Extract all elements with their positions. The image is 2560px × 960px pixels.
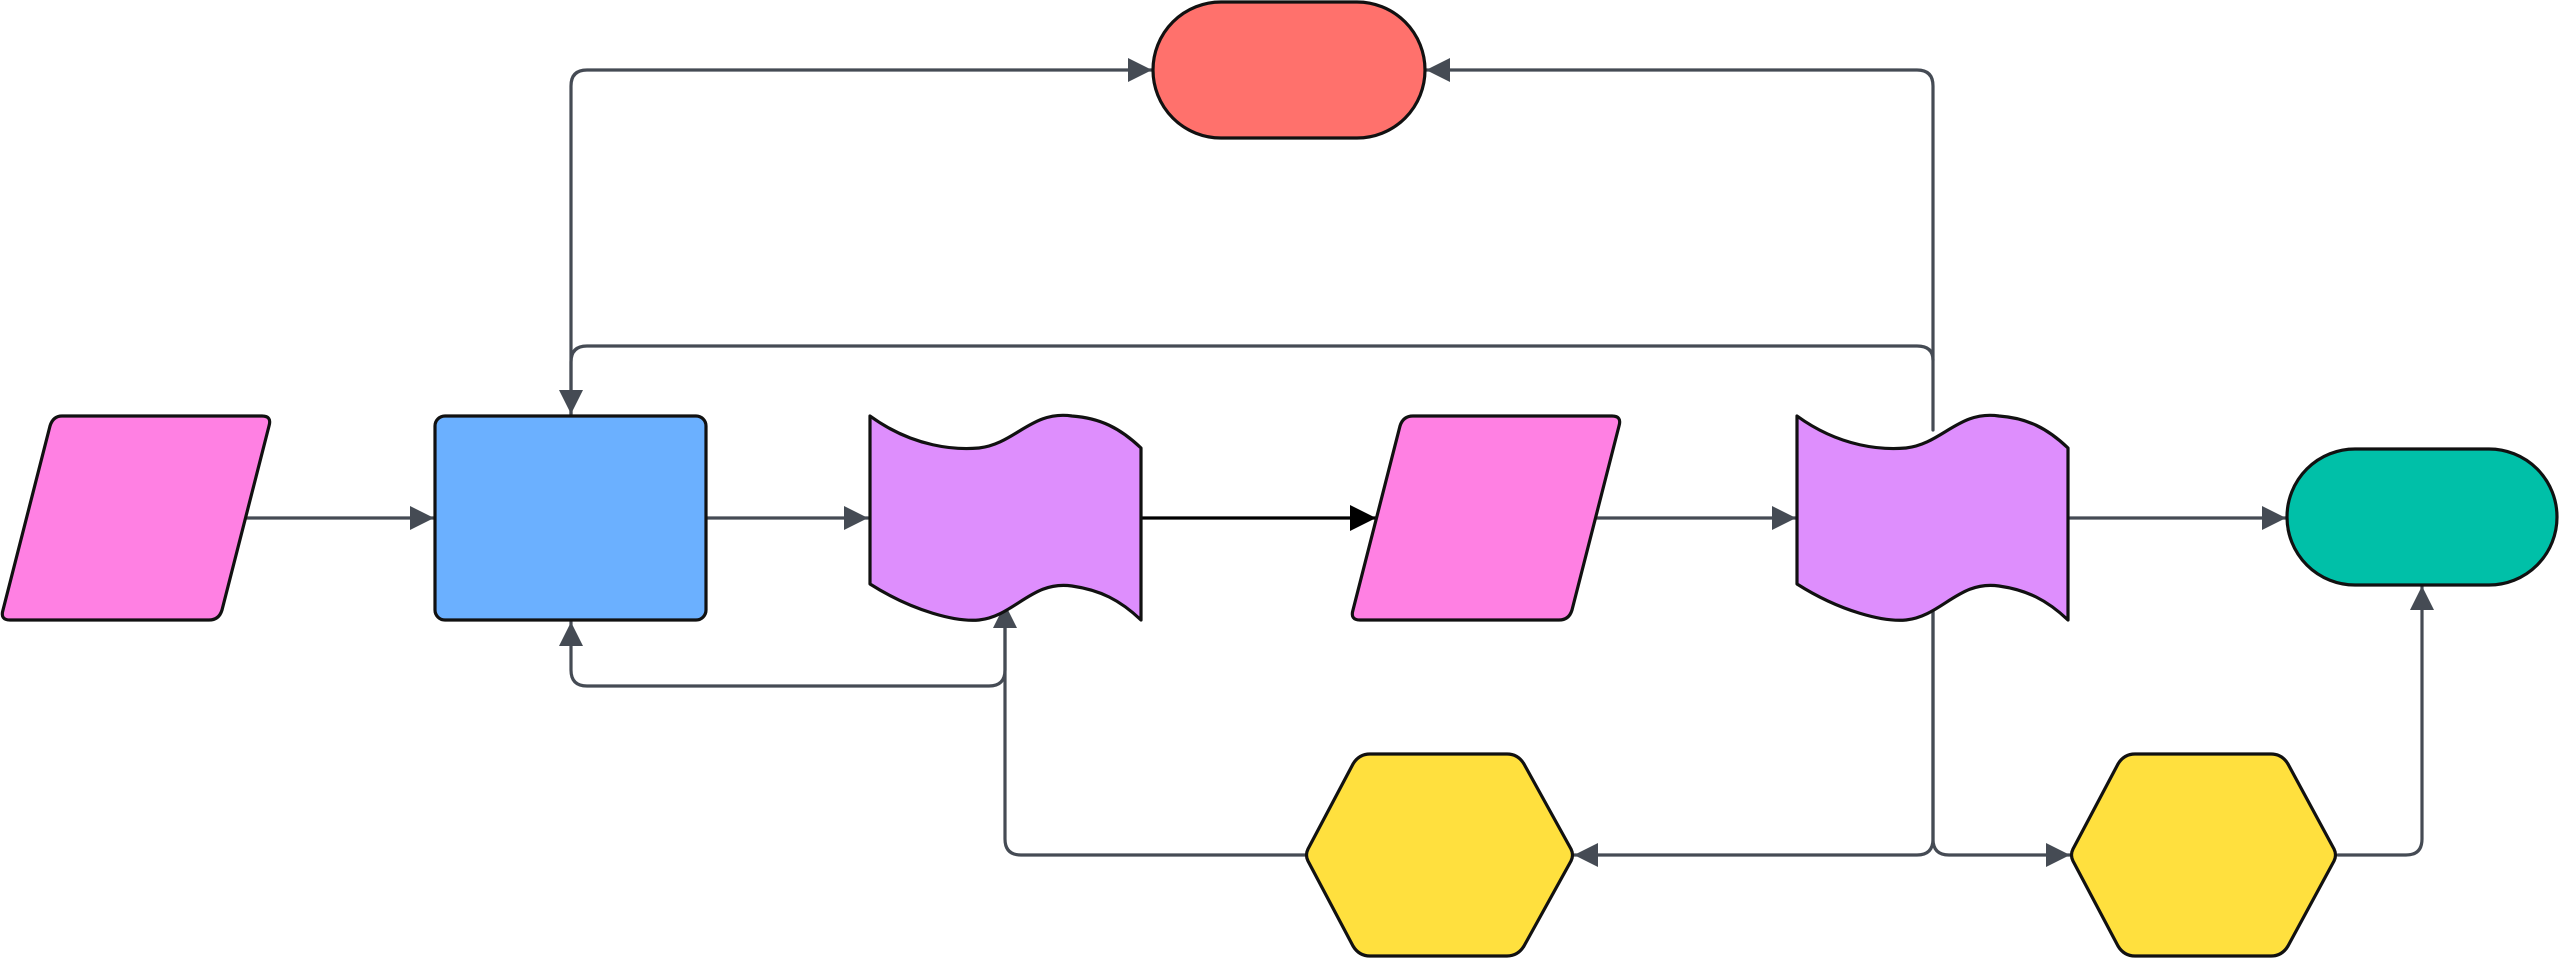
tape-shape [868, 413, 1143, 622]
process-shape[interactable] [433, 414, 708, 622]
terminator-right-shape[interactable] [2285, 447, 2559, 587]
connectors [244, 58, 2434, 867]
terminator-top-shape[interactable] [1151, 0, 1427, 140]
connector-tape-2-to-terminator-top[interactable] [1424, 58, 1935, 432]
connector-tape-2-to-process[interactable] [559, 344, 1935, 416]
hexagon-shape [2069, 752, 2338, 958]
tape-1-shape[interactable] [868, 413, 1143, 622]
connector-preparation-right-to-terminator-right[interactable] [2336, 584, 2434, 857]
parallelogram-shape [0, 414, 272, 622]
hexagon-shape [1304, 752, 1575, 958]
connector-tape-2-to-preparation-middle[interactable] [1572, 602, 1935, 867]
terminator-shape [2285, 447, 2559, 587]
tape-2-shape[interactable] [1795, 413, 2070, 622]
input-left-shape[interactable] [0, 414, 272, 622]
connector-tape-2-to-preparation-right[interactable] [1931, 602, 2072, 867]
preparation-middle-shape[interactable] [1304, 752, 1575, 958]
terminator-shape [1151, 0, 1427, 140]
preparation-right-shape[interactable] [2069, 752, 2338, 958]
rounded-rectangle-shape [433, 414, 708, 622]
parallelogram-shape [1350, 414, 1622, 622]
input-middle-shape[interactable] [1350, 414, 1622, 622]
tape-shape [1795, 413, 2070, 622]
connector-preparation-middle-to-tape-1[interactable] [993, 602, 1308, 857]
connector-process-to-terminator-top[interactable] [569, 58, 1154, 418]
